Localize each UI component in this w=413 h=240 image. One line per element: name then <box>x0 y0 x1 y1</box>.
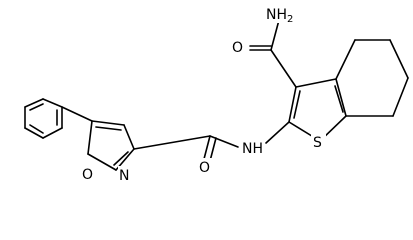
bond <box>389 39 409 79</box>
double-bond-inner <box>95 126 122 131</box>
label-background <box>118 166 132 184</box>
cyclohexane-ring <box>335 39 409 117</box>
atom-label-isoxazole-n: N <box>118 166 132 184</box>
double-bond-inner <box>29 103 44 111</box>
bond-thiophene-carboxamide <box>270 49 297 88</box>
double-bond-inner <box>293 90 301 119</box>
atom-nh2-text: NH2 <box>266 7 293 25</box>
atom-label-isoxazole-o: O <box>80 165 96 183</box>
bond <box>335 78 347 117</box>
atom-o-text: O <box>199 160 210 176</box>
bond <box>24 127 44 139</box>
label-background <box>230 38 246 56</box>
double-bond-inner <box>29 124 44 134</box>
bond-carboxamide-n <box>270 19 280 51</box>
phenyl-ring <box>24 98 63 139</box>
bond <box>42 127 63 139</box>
bond-amide-n <box>209 135 239 148</box>
label-background <box>311 133 326 151</box>
bond <box>91 120 125 126</box>
bond <box>335 39 356 80</box>
bond <box>42 98 63 108</box>
molecule-diagram: NH2 O NH O N O S <box>24 5 409 184</box>
double-bond-inner <box>113 151 129 166</box>
bond-isoxazole-amide <box>133 135 211 150</box>
label-background <box>197 158 213 176</box>
bond <box>123 124 135 150</box>
atom-label-amide-nh: NH <box>240 139 264 157</box>
thiophene-ring <box>288 78 347 142</box>
bond-n-thiophene <box>265 121 290 144</box>
bond-phenyl-isoxazole <box>61 106 93 122</box>
atom-label-thiophene-s: S <box>311 133 326 151</box>
bond <box>87 153 117 171</box>
atom-label-carbonyl-o-top: O <box>230 38 246 56</box>
atom-s-text: S <box>313 135 322 151</box>
bond <box>24 98 44 108</box>
label-background <box>240 139 264 157</box>
bond <box>87 120 93 155</box>
atom-label-nh2: NH2 <box>262 5 296 25</box>
atom-o-text: O <box>82 167 93 183</box>
bond <box>288 86 297 123</box>
atom-label-carbonyl-o-bottom: O <box>197 158 213 176</box>
atom-n-text: N <box>119 168 129 184</box>
atom-o-text: O <box>232 40 243 56</box>
label-background <box>262 5 296 23</box>
atom-nh-text: NH <box>242 141 263 157</box>
bond-carbonyl <box>203 135 211 160</box>
double-bond-inner <box>334 85 344 113</box>
double-bond-inner <box>209 137 217 162</box>
bond <box>392 77 409 117</box>
isoxazole-ring <box>87 120 135 171</box>
bond <box>295 78 337 88</box>
label-background <box>80 165 96 183</box>
